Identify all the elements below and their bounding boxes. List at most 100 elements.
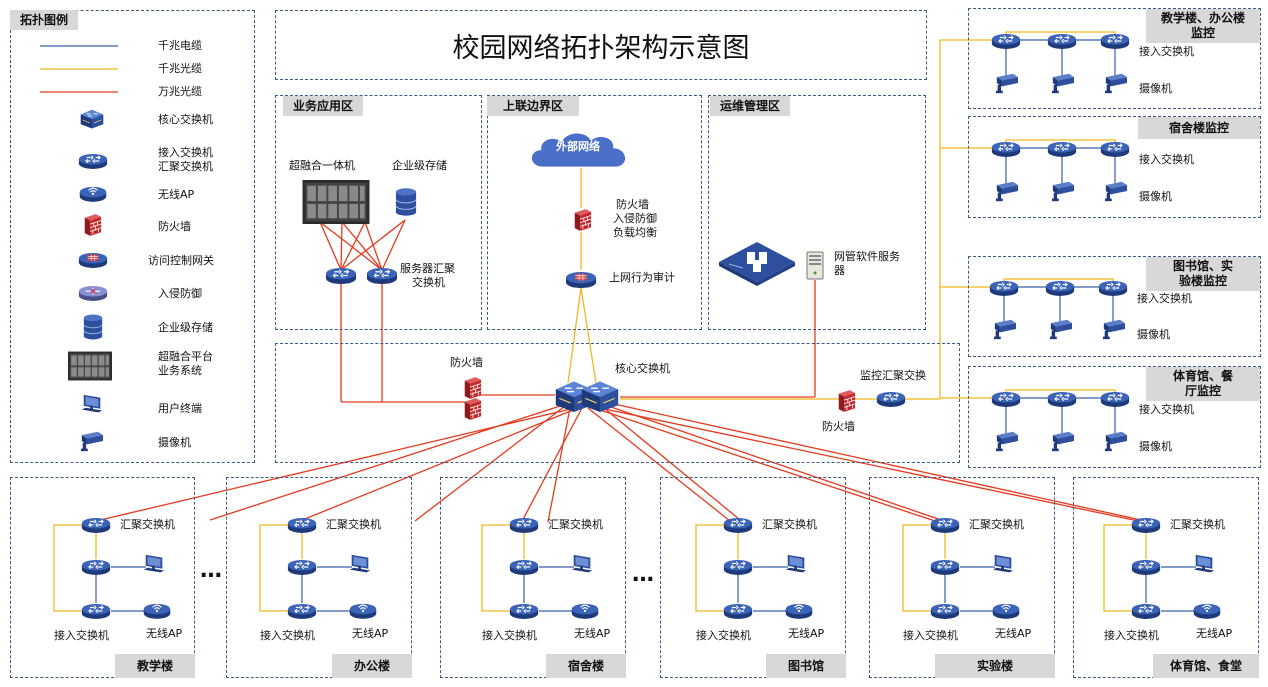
access-switch-icon — [287, 602, 317, 620]
server-agg-switch-icon — [325, 266, 357, 285]
camera-icon — [994, 180, 1020, 202]
access-switch-icon — [81, 602, 111, 620]
terminal-icon — [991, 552, 1015, 578]
agg-switch-label: 汇聚交换机 — [762, 518, 817, 531]
legend-firewall: 防火墙 — [158, 220, 191, 233]
agg-switch-icon — [81, 516, 111, 534]
building-zone-heading: 体育馆、食堂 — [1153, 654, 1259, 678]
monitor-zone-heading: 教学楼、办公楼监控 — [1146, 9, 1260, 43]
building-zone-heading: 宿舍楼 — [546, 654, 626, 678]
border-fw-label-1: 防火墙 — [616, 198, 649, 211]
server-agg-switch-icon — [366, 266, 398, 285]
access-switch-icon — [991, 32, 1021, 50]
core-zone — [275, 343, 960, 463]
audit-label: 上网行为审计 — [609, 271, 675, 284]
ap-label: 无线AP — [574, 627, 611, 640]
wireless-ap-icon — [991, 600, 1021, 620]
monitor-camera-label: 摄像机 — [1139, 82, 1172, 95]
access-switch-icon — [509, 558, 539, 576]
access-switch-icon — [930, 602, 960, 620]
monitor-camera-label: 摄像机 — [1139, 440, 1172, 453]
access-switch-icon — [989, 279, 1019, 297]
network-management-icon — [716, 238, 798, 288]
access-switch-icon — [1045, 279, 1075, 297]
monitor-access-switch-label: 接入交换机 — [1137, 292, 1192, 305]
legend-line-samples — [40, 45, 118, 93]
agg-switch-icon — [509, 516, 539, 534]
legend-storage: 企业级存储 — [158, 321, 213, 334]
wireless-ap-icon — [1192, 600, 1222, 620]
title-panel — [275, 10, 927, 80]
legend-access-gateway: 访问控制网关 — [148, 254, 214, 267]
monitor-zone-heading: 体育馆、餐厅监控 — [1146, 367, 1260, 401]
monitor-zone-heading: 图书馆、实验楼监控 — [1146, 257, 1260, 291]
camera-icon — [994, 72, 1020, 94]
building-wire — [902, 524, 931, 612]
business-zone-heading: 业务应用区 — [283, 96, 363, 116]
building-zone-heading: 教学楼 — [115, 654, 195, 678]
legend-gigabit-fiber: 千兆光缆 — [158, 62, 202, 75]
camera-icon — [1050, 72, 1076, 94]
monitor-access-switch-label: 接入交换机 — [1139, 45, 1194, 58]
access-switch-icon — [81, 558, 111, 576]
legend-agg-switch: 汇聚交换机 — [158, 160, 213, 173]
monitor-camera-label: 摄像机 — [1137, 328, 1170, 341]
border-zone-heading: 上联边界区 — [487, 96, 579, 116]
ap-label: 无线AP — [788, 627, 825, 640]
hci-label: 超融合一体机 — [289, 159, 355, 172]
firewall-icon — [462, 396, 482, 422]
camera-icon — [1050, 430, 1076, 452]
monitor-zone-heading-1: 宿舍楼监控 — [1168, 120, 1229, 135]
access-switch-icon — [1100, 390, 1130, 408]
building-wire — [481, 524, 510, 612]
ap-label: 无线AP — [1196, 627, 1233, 640]
access-switch-icon — [723, 558, 753, 576]
monitor-zone — [968, 8, 1261, 109]
firewall-icon — [82, 213, 102, 237]
access-switch-icon — [1131, 602, 1161, 620]
legend-gigabit-cable: 千兆电缆 — [158, 39, 202, 52]
border-fw-label-3: 负载均衡 — [613, 226, 657, 239]
monitor-zone-heading-1: 教学楼、办公楼 — [1160, 11, 1245, 25]
monitor-agg-label: 监控汇聚交换 — [860, 369, 926, 382]
terminal-icon — [570, 552, 594, 578]
terminal-icon — [784, 552, 808, 578]
terminal-icon — [80, 393, 104, 417]
agg-switch-label: 汇聚交换机 — [120, 518, 175, 531]
agg-switch-icon — [287, 516, 317, 534]
monitor-zone-heading: 宿舍楼监控 — [1138, 117, 1260, 139]
monitor-zone — [968, 366, 1261, 468]
monitor-zone-heading-2: 厅监控 — [1184, 384, 1221, 398]
access-switch-icon — [1100, 32, 1130, 50]
access-switch-icon — [509, 602, 539, 620]
legend-core-switch: 核心交换机 — [158, 113, 213, 126]
camera-icon — [1103, 430, 1129, 452]
legend-hci-1: 超融合平台 — [158, 350, 213, 363]
camera-icon — [1048, 318, 1074, 340]
agg-switch-label: 汇聚交换机 — [969, 518, 1024, 531]
audit-gateway-icon — [565, 270, 597, 289]
building-zone — [226, 477, 412, 678]
agg-switch-icon — [1131, 516, 1161, 534]
building-wire — [53, 524, 82, 612]
building-zone-heading: 办公楼 — [332, 654, 412, 678]
building-zone-heading: 图书馆 — [766, 654, 846, 678]
terminal-icon — [348, 552, 372, 578]
legend-tengig-fiber: 万兆光缆 — [158, 85, 202, 98]
core-fw-left-label: 防火墙 — [450, 356, 483, 369]
terminal-icon — [142, 552, 166, 578]
internet-label: 外部网络 — [556, 140, 600, 153]
wireless-ap-icon — [784, 600, 814, 620]
ops-zone-heading: 运维管理区 — [710, 96, 790, 116]
camera-icon — [79, 430, 105, 452]
monitor-camera-label: 摄像机 — [1139, 190, 1172, 203]
storage-label: 企业级存储 — [392, 159, 447, 172]
monitor-zone-heading-2: 监控 — [1190, 26, 1215, 40]
access-switch-label: 接入交换机 — [260, 629, 315, 642]
agg-switch-label: 汇聚交换机 — [1170, 518, 1225, 531]
building-zone-heading: 实验楼 — [935, 654, 1055, 678]
legend-panel — [10, 10, 255, 463]
hci-icon — [68, 351, 112, 381]
server-icon — [805, 250, 825, 280]
access-switch-label: 接入交换机 — [696, 629, 751, 642]
